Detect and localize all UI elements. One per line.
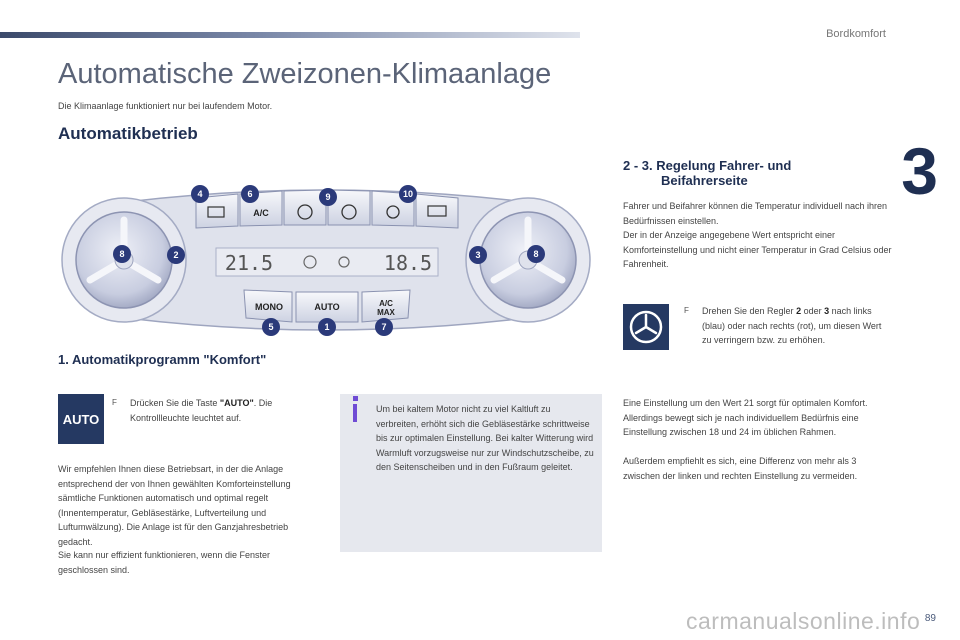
climate-panel-illustration: A/C 21.5 18.5 MONO AUTO A/C MAX 4 6 9 10… — [61, 185, 591, 336]
section23-paragraph-2b: Außerdem empfiehlt es sich, eine Differe… — [623, 456, 858, 481]
bullet-flag-icon: F — [684, 306, 689, 315]
chapter-number: 3 — [901, 134, 938, 208]
fan-display-icon — [303, 255, 317, 269]
section23-heading: 2 - 3. Regelung Fahrer- und Beifahrersei… — [623, 158, 792, 188]
knob-instruction: F Drehen Sie den Regler 2 oder 3 nach li… — [684, 306, 882, 345]
header-gradient-bar — [0, 32, 580, 38]
automatik-heading: Automatikbetrieb — [58, 124, 198, 143]
section23-paragraph-1: Fahrer und Beifahrer können die Temperat… — [623, 201, 887, 226]
ac-top-label: A/C — [253, 208, 269, 218]
info-icon — [353, 396, 358, 401]
recirculation-icon — [386, 205, 400, 219]
auto-button-label: AUTO — [314, 302, 339, 312]
temp-display-right: 18.5 — [384, 251, 432, 275]
intro-text: Die Klimaanlage funktioniert nur bei lau… — [58, 101, 273, 111]
knob-icon — [623, 304, 669, 350]
info-box: Um bei kaltem Motor nicht zu viel Kaltlu… — [340, 394, 602, 552]
callout-8-right: 8 — [533, 249, 538, 259]
section1-heading: 1. Automatikprogramm "Komfort" — [58, 352, 267, 367]
auto-instruction: F Drücken Sie die Taste "AUTO". Die Kont… — [112, 398, 273, 423]
callout-10: 10 — [403, 189, 413, 199]
auto-button-icon: AUTO — [58, 394, 104, 444]
temp-display-left: 21.5 — [225, 251, 273, 275]
front-defrost-icon — [427, 205, 447, 217]
callout-9: 9 — [325, 192, 330, 202]
mono-button-label: MONO — [255, 302, 283, 312]
rear-defrost-icon — [207, 206, 225, 218]
bullet-flag-icon: F — [112, 398, 117, 407]
callout-5: 5 — [268, 322, 273, 332]
callout-2: 2 — [173, 250, 178, 260]
section23-paragraph-2: Eine Einstellung um den Wert 21 sorgt fü… — [623, 398, 868, 437]
fan-icon — [341, 204, 357, 220]
section1-paragraph: Wir empfehlen Ihnen diese Betriebsart, i… — [58, 464, 291, 547]
callout-3: 3 — [475, 250, 480, 260]
ac-max-label-2: MAX — [377, 308, 395, 317]
section-label: Bordkomfort — [826, 28, 886, 40]
section23-paragraph-1b: Der in der Anzeige angegebene Wert entsp… — [623, 230, 892, 269]
section1-paragraph-2: Sie kann nur effizient funktionieren, we… — [58, 550, 270, 575]
recirc-display-icon — [338, 256, 350, 268]
callout-7: 7 — [381, 322, 386, 332]
info-text: Um bei kaltem Motor nicht zu viel Kaltlu… — [376, 404, 594, 472]
callout-6: 6 — [247, 189, 252, 199]
callout-1: 1 — [324, 322, 329, 332]
callout-8-left: 8 — [119, 249, 124, 259]
bottom-button-row — [243, 289, 411, 323]
watermark: carmanualsonline.info — [686, 608, 921, 634]
callout-4: 4 — [197, 189, 202, 199]
info-icon-bar — [353, 404, 357, 422]
page-title: Automatische Zweizonen-Klimaanlage — [58, 58, 552, 90]
right-knob — [465, 197, 591, 323]
ac-max-label-1: A/C — [379, 299, 393, 308]
page-number: 89 — [924, 613, 936, 624]
fan-icon — [297, 204, 313, 220]
